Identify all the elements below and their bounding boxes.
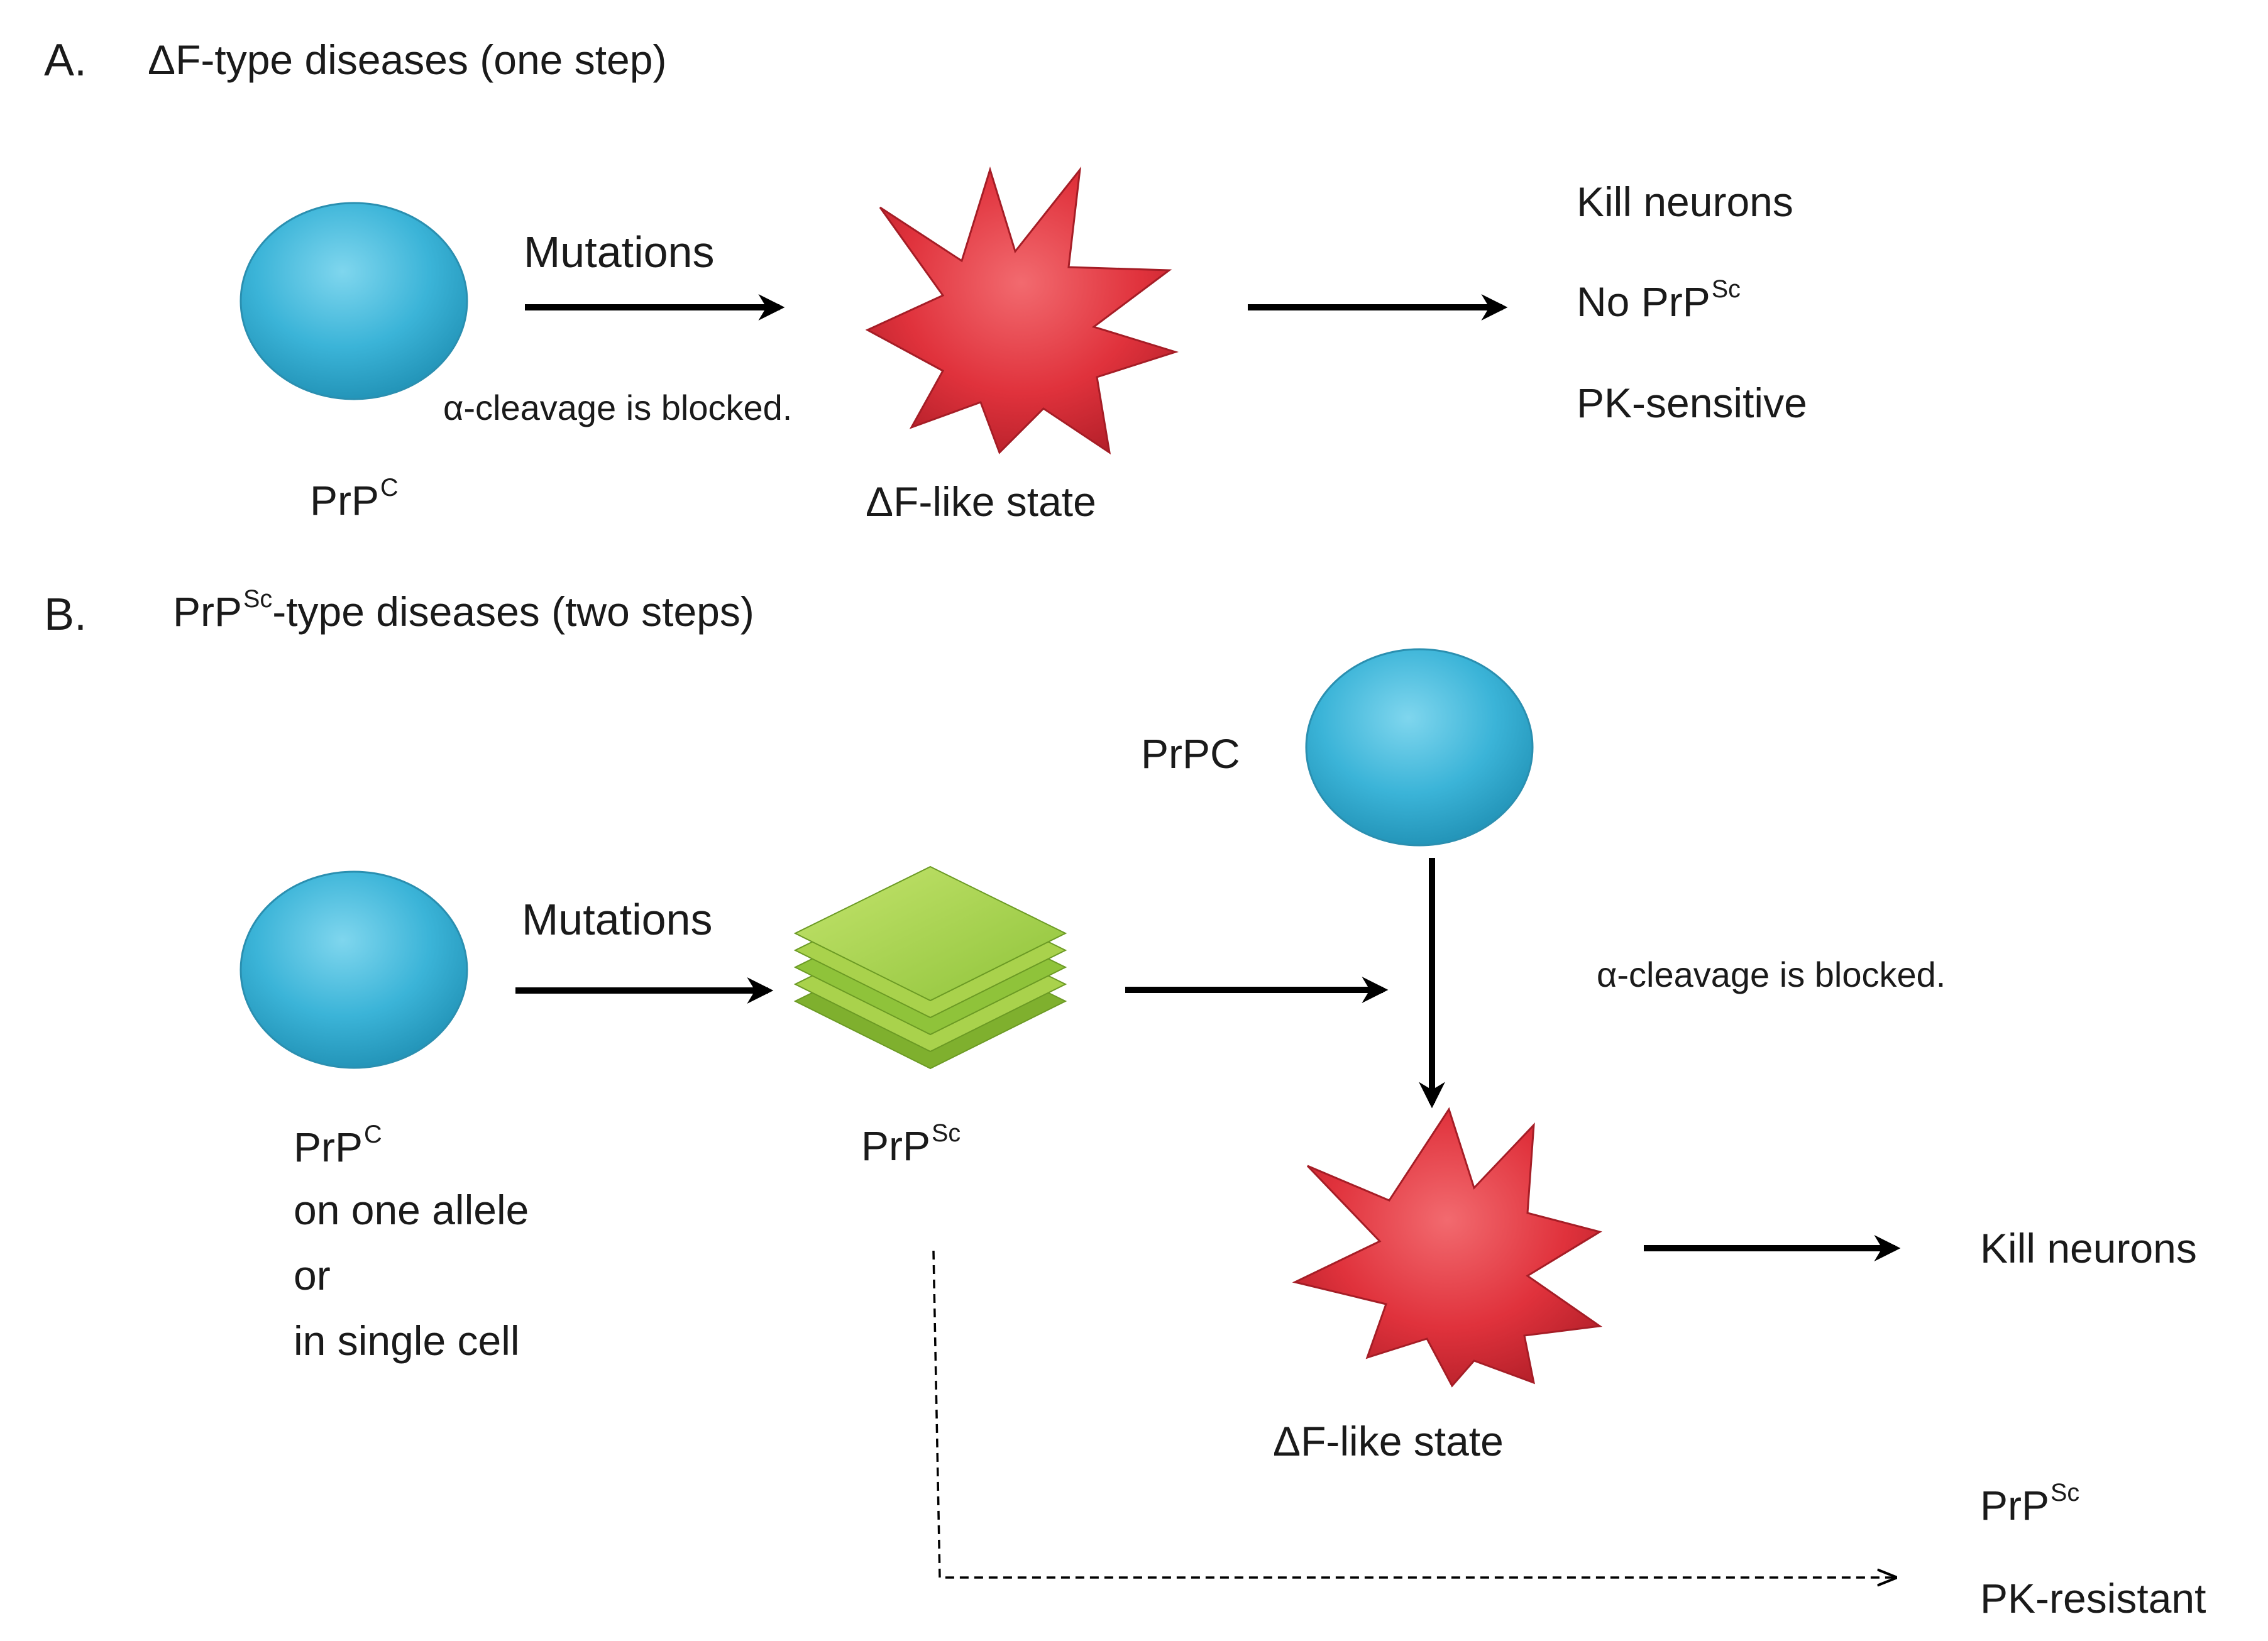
prpsc-label-b: PrPSc (861, 1119, 961, 1169)
final-prpsc-label-b: PrPSc (1980, 1479, 2080, 1528)
prpc-label-a: PrPC (310, 474, 399, 524)
kill-label-b: Kill neurons (1980, 1225, 2197, 1271)
df-star-a (865, 166, 1179, 455)
prpc-top-label-b: PrPC (1141, 730, 1240, 777)
alpha-cleavage-note-a: α-cleavage is blocked. (443, 388, 793, 427)
outcome-kill-a: Kill neurons (1577, 178, 1793, 225)
prpc-line-3: in single cell (294, 1317, 520, 1364)
prpc-circle-b-top (1305, 648, 1534, 847)
df-star-b (1292, 1107, 1603, 1388)
alpha-cleavage-note-b: α-cleavage is blocked. (1597, 955, 1946, 994)
prpc-label-b: PrPC (294, 1121, 382, 1170)
df-like-label-b: ΔF-like state (1273, 1418, 1504, 1464)
prpc-circle-a (239, 202, 468, 400)
panel-b-title: PrPSc-type diseases (two steps) (173, 585, 754, 635)
panel-a-title: ΔF-type diseases (one step) (148, 36, 667, 83)
dashed-resistant-arrow (932, 1250, 1895, 1578)
panel-a-letter: A. (44, 35, 87, 85)
mutations-label-a: Mutations (524, 228, 715, 277)
outcome-pk-a: PK-sensitive (1577, 380, 1807, 426)
panel-b-letter: B. (44, 590, 87, 640)
prpsc-sheets (793, 865, 1067, 1070)
prpc-line-1: on one allele (294, 1187, 529, 1233)
pk-resistant-label-b: PK-resistant (1980, 1575, 2206, 1622)
prpc-line-2: or (294, 1252, 331, 1298)
outcome-no-prpsc-a: No PrPSc (1577, 275, 1741, 325)
mutations-label-b: Mutations (522, 895, 713, 944)
df-like-label-a: ΔF-like state (866, 478, 1096, 525)
prpc-circle-b (239, 870, 468, 1069)
